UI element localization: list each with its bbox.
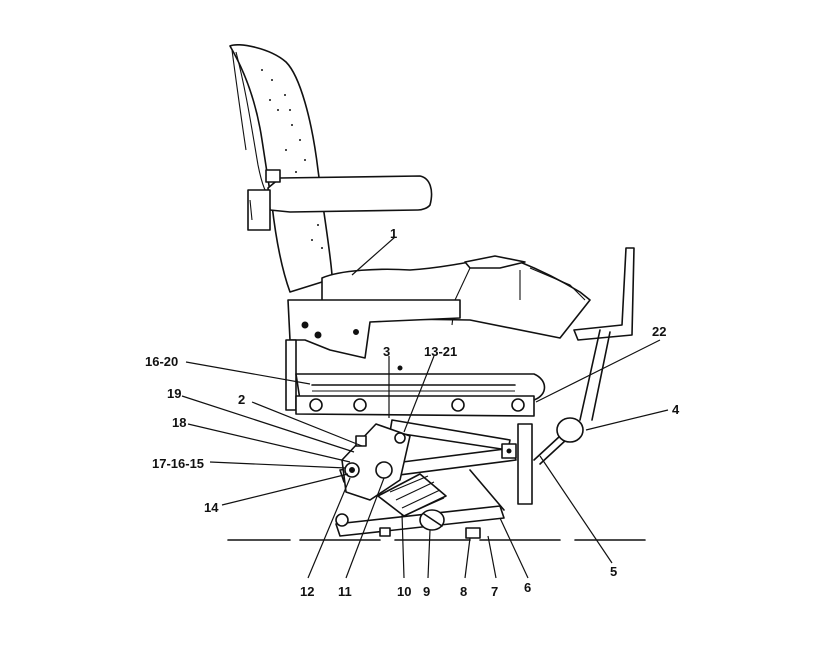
callout-18: 18 bbox=[172, 415, 186, 430]
callout-8: 8 bbox=[460, 584, 467, 599]
spring-bellows bbox=[377, 473, 447, 517]
callout-6: 6 bbox=[524, 580, 531, 595]
handle-bar bbox=[573, 247, 635, 421]
backrest-texture bbox=[261, 69, 323, 249]
callout-2: 2 bbox=[238, 392, 245, 407]
right-post bbox=[501, 423, 533, 505]
callout-3: 3 bbox=[383, 344, 390, 359]
callout-19: 19 bbox=[167, 386, 181, 401]
armrest bbox=[247, 169, 433, 231]
cam-adjuster bbox=[341, 423, 411, 501]
callout-9: 9 bbox=[423, 584, 430, 599]
callout-16-20: 16-20 bbox=[145, 354, 178, 369]
adjust-knob bbox=[419, 509, 445, 531]
backrest bbox=[229, 44, 333, 293]
callout-14: 14 bbox=[204, 500, 219, 515]
seat-base bbox=[295, 395, 535, 417]
callout-1: 1 bbox=[390, 226, 397, 241]
upper-rail bbox=[295, 365, 546, 401]
callout-22: 22 bbox=[652, 324, 666, 339]
base-fixings bbox=[335, 513, 481, 539]
callout-13-21: 13-21 bbox=[424, 344, 457, 359]
callout-5: 5 bbox=[610, 564, 617, 579]
callout-7: 7 bbox=[491, 584, 498, 599]
callout-11: 11 bbox=[338, 584, 352, 599]
seat-pan-bracket bbox=[285, 299, 461, 411]
callout-4: 4 bbox=[672, 402, 680, 417]
leader-lines bbox=[181, 236, 669, 579]
callout-17-16-15: 17-16-15 bbox=[152, 456, 204, 471]
callout-10: 10 bbox=[397, 584, 411, 599]
lever bbox=[533, 417, 584, 465]
callout-12: 12 bbox=[300, 584, 314, 599]
